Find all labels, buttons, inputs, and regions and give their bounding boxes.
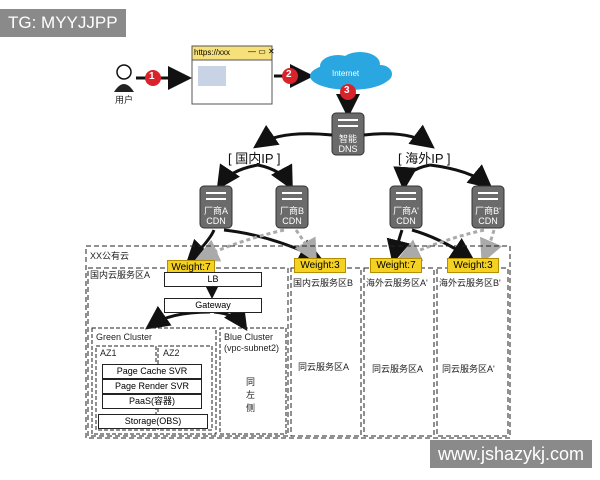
page-render-box: Page Render SVR (102, 379, 202, 394)
step-2-badge (282, 68, 298, 84)
blue-same-as-left: 同左侧 (246, 377, 256, 413)
browser-window-icon (191, 45, 273, 105)
same-zone-label-a-prime: 同云服务区A (372, 364, 424, 374)
zone-label-overseas-a: 海外云服务区A' (366, 278, 428, 288)
cdn-server-icon-b (275, 185, 309, 229)
az1-label: AZ1 (100, 348, 117, 358)
step-1-badge (145, 70, 161, 86)
az2-label: AZ2 (163, 348, 180, 358)
zone-label-overseas-b: 海外云服务区B' (439, 278, 501, 288)
internet-label: Internet (332, 69, 360, 78)
step-2-label: 2 (286, 69, 292, 80)
browser-url: https://xxx (194, 48, 231, 57)
blue-cluster-label: Blue Cluster(vpc-subnet2) (224, 332, 280, 353)
domestic-ip-label: [ 国内IP ] (228, 151, 281, 166)
watermark-top: TG: MYYJJPP (0, 9, 126, 37)
cdn-b-prime-label: 厂商B'CDN (475, 206, 501, 226)
step-3-badge (340, 84, 356, 100)
cdn-server-icon-a (199, 185, 233, 229)
same-zone-label-b-prime: 同云服务区A' (442, 364, 495, 374)
internet-cloud-icon (310, 52, 392, 90)
paas-box: PaaS(容器) (102, 394, 202, 409)
storage-box: Storage(OBS) (98, 414, 208, 429)
arrow-dns-domestic (253, 124, 333, 149)
cdn-server-icon-b-prime (471, 185, 505, 229)
lb-box: LB (164, 272, 262, 287)
public-cloud-boundary (85, 245, 511, 439)
watermark-bottom: www.jshazykj.com (429, 440, 592, 468)
weight-badge-b: Weight:3 (294, 258, 346, 273)
user-label: 用户 (115, 95, 134, 105)
gateway-box: Gateway (164, 298, 262, 313)
overseas-ip-label: [ 海外IP ] (398, 151, 451, 166)
weight-badge-b-prime: Weight:3 (447, 258, 499, 273)
step-3-label: 3 (344, 85, 350, 96)
step-1-label: 1 (149, 71, 155, 82)
cdn-server-icon-a-prime (389, 185, 423, 229)
same-zone-label-b: 同云服务区A (298, 362, 350, 372)
window-controls-icon: — ▭ ✕ (248, 47, 275, 56)
zone-label-domestic-b: 国内云服务区B (293, 278, 354, 288)
arrow-dns-overseas (363, 124, 435, 149)
user-icon (114, 64, 134, 92)
zone-label-domestic-a: 国内云服务区A (90, 270, 151, 280)
cloud-label: XX公有云 (90, 251, 130, 261)
green-cluster-label: Green Cluster (96, 332, 153, 342)
cdn-a-prime-label: 厂商A'CDN (393, 206, 419, 226)
page-cache-box: Page Cache SVR (102, 364, 202, 379)
weight-badge-a-prime: Weight:7 (370, 258, 422, 273)
